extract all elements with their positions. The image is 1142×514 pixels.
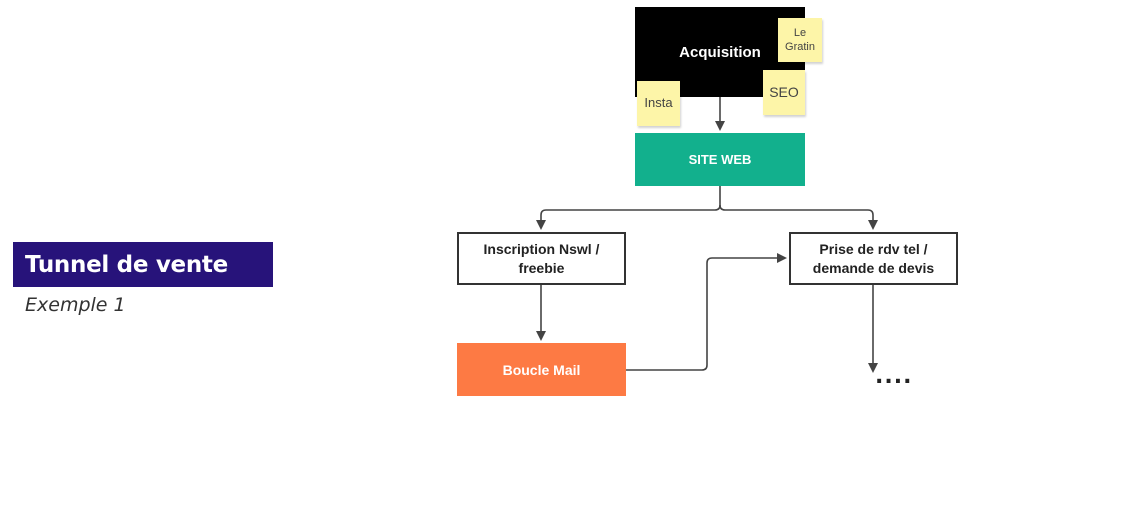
sticky-insta[interactable]: Insta	[637, 81, 680, 126]
sticky-insta-label: Insta	[644, 95, 673, 111]
node-inscription-line2: freebie	[518, 259, 565, 276]
node-acquisition-label: Acquisition	[679, 43, 761, 61]
slide-title: Tunnel de vente	[13, 242, 273, 287]
edge-mail-prise	[626, 253, 787, 371]
node-boucle-mail[interactable]: Boucle Mail	[457, 343, 626, 396]
node-site-web[interactable]: SITE WEB	[635, 133, 805, 186]
sticky-seo[interactable]: SEO	[763, 70, 805, 115]
slide-subtitle: Exemple 1	[25, 294, 126, 316]
node-boucle-mail-label: Boucle Mail	[502, 361, 581, 378]
node-prise-rdv[interactable]: Prise de rdv tel / demande de devis	[789, 232, 958, 285]
node-prise-line1: Prise de rdv tel /	[819, 240, 928, 257]
sticky-seo-label: SEO	[769, 84, 799, 101]
slide-title-text: Tunnel de vente	[25, 251, 228, 278]
node-inscription-line1: Inscription Nswl /	[483, 240, 600, 257]
node-prise-line2: demande de devis	[812, 259, 935, 276]
edge-site-prise	[719, 204, 878, 230]
node-inscription[interactable]: Inscription Nswl / freebie	[457, 232, 626, 285]
continuation-ellipsis: ....	[875, 364, 913, 389]
sticky-le-gratin-line2: Gratin	[785, 41, 815, 53]
node-site-web-label: SITE WEB	[688, 152, 752, 167]
sticky-le-gratin-line1: Le	[793, 26, 807, 39]
edge-site-inscription	[536, 186, 721, 230]
